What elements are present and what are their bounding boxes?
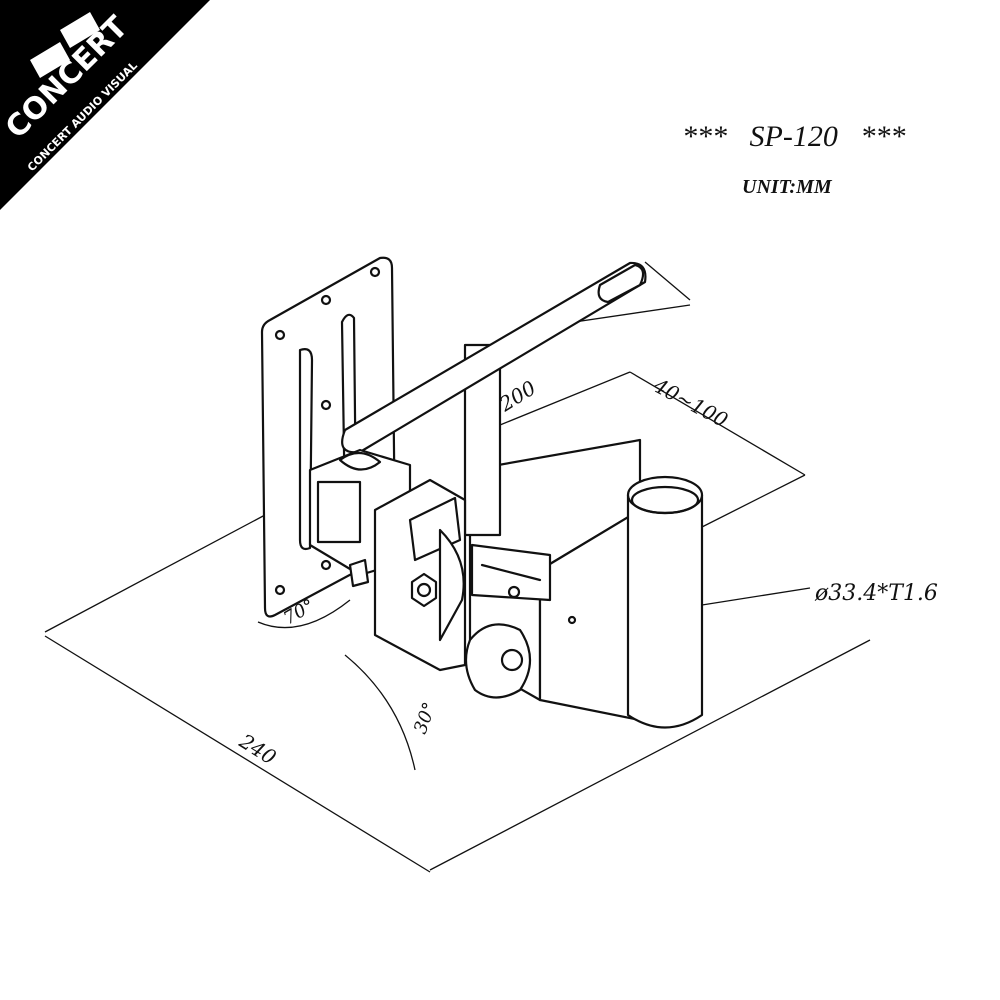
concert-logo: CONCERT CONCERT AUDIO VISUAL [0, 0, 210, 210]
tube-spec-label: ø33.4*T1.6 [814, 581, 938, 606]
model-number: SP-120 [749, 120, 838, 153]
clamp-knob [464, 623, 531, 699]
depth-dimension-line [44, 635, 431, 873]
depth-label: 240 [235, 728, 281, 769]
arm-assembly [308, 261, 647, 699]
swivel-arc [257, 599, 351, 629]
tilt-angle-label: 30° [410, 700, 441, 737]
unit-label: UNIT:MM [742, 176, 832, 198]
model-title: *** SP-120 *** [682, 120, 905, 154]
stars-left: *** [682, 120, 727, 153]
clamp-dimension-line [629, 371, 806, 476]
tilt-arc [344, 654, 416, 771]
clamp-range-label: 40~100 [649, 373, 732, 433]
stars-right: *** [860, 120, 906, 153]
pole-cylinder [626, 475, 811, 729]
